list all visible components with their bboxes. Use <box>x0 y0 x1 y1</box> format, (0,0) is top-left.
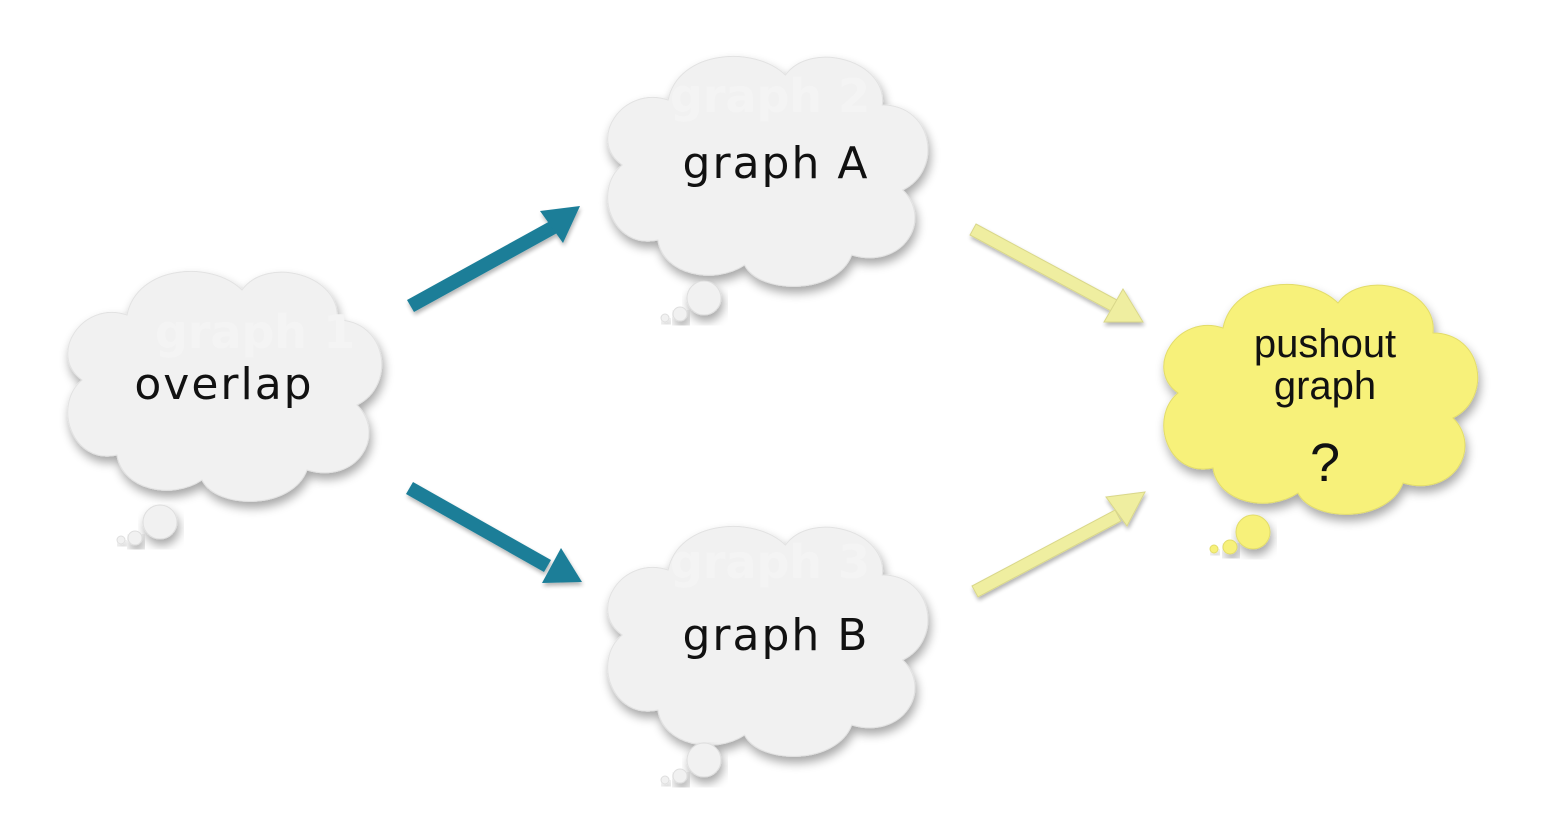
arrow-overlap-to-graph-b <box>406 482 582 583</box>
thought-bubble-small <box>660 313 670 323</box>
arrow-shaft <box>407 220 559 312</box>
question-mark: ? <box>1310 433 1340 493</box>
thought-bubble-medium <box>127 530 143 546</box>
thought-bubble-medium <box>1222 539 1238 555</box>
node-label: graph A <box>683 138 870 189</box>
thought-bubble-large <box>686 280 722 316</box>
ghost-label: graph 1 <box>155 305 355 359</box>
ghost-label: graph 2 <box>670 69 870 123</box>
thought-bubble-large <box>142 504 178 540</box>
arrow-shaft <box>971 509 1122 598</box>
cloud-graph-a: graph 2 graph A <box>607 55 929 323</box>
arrow-head <box>540 206 580 243</box>
arrow-shaft <box>406 482 551 572</box>
arrow-graph-a-to-pushout <box>969 223 1144 323</box>
thought-bubble-small <box>660 775 670 785</box>
thought-bubble-large <box>1235 514 1271 550</box>
node-label-line-2: graph <box>1274 364 1376 408</box>
ghost-label: graph 3 <box>670 535 870 589</box>
thought-bubble-medium <box>672 306 688 322</box>
cloud-overlap: graph 1 overlap <box>67 270 383 546</box>
thought-bubble-small <box>116 535 126 545</box>
arrow-graph-b-to-pushout <box>971 491 1146 598</box>
node-label: graph B <box>683 610 870 661</box>
arrow-head <box>1103 288 1144 323</box>
thought-bubble-small <box>1209 544 1219 554</box>
thought-bubble-medium <box>672 768 688 784</box>
node-label: overlap <box>134 359 313 410</box>
arrow-shaft <box>969 223 1118 312</box>
arrow-head <box>1105 491 1146 527</box>
thought-bubble-large <box>686 742 722 778</box>
cloud-pushout-graph: pushout graph ? <box>1163 283 1479 555</box>
cloud-graph-b: graph 3 graph B <box>607 525 929 785</box>
node-label-line-1: pushout <box>1254 322 1396 366</box>
arrow-overlap-to-graph-a <box>407 206 580 312</box>
arrow-head <box>542 548 582 583</box>
